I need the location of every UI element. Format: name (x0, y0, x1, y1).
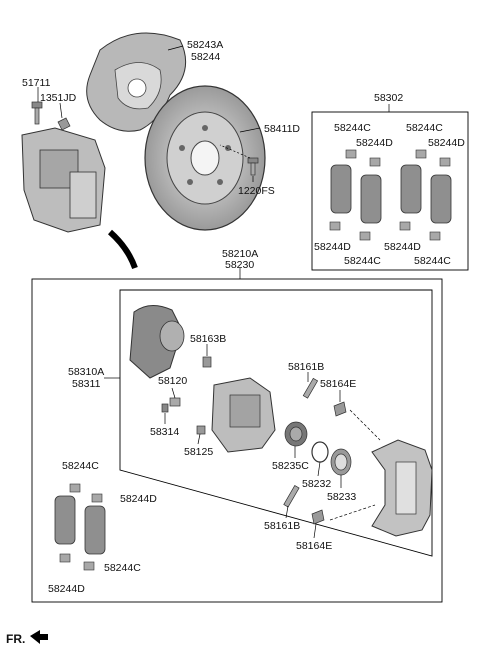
pad-kit-label-58244d: 58244D (384, 241, 421, 253)
part-label-58163b: 58163B (190, 333, 227, 345)
guide-lines (329, 409, 381, 521)
part-label-58164e: 58164E (296, 540, 333, 552)
caliper-kit-box (31, 268, 443, 603)
lower-pad-label-58244c: 58244C (62, 460, 99, 472)
brake-disc-part (144, 85, 266, 231)
part-label-1220fs: 1220FS (238, 185, 275, 197)
leader-lines-top (37, 45, 261, 182)
pad-kit-label-58244d: 58244D (428, 137, 465, 149)
part-label-51711: 51711 (22, 77, 51, 89)
assembly-arrow (107, 229, 138, 270)
lower-pad-label-58244d: 58244D (120, 493, 157, 505)
caliper-assembly-part (21, 127, 106, 233)
leader-lines-kit (164, 344, 342, 539)
part-label-58235c: 58235C (272, 460, 309, 472)
part-label-58161b: 58161B (264, 520, 301, 532)
part-label-58411d: 58411D (264, 123, 301, 135)
part-label-58120: 58120 (158, 375, 188, 387)
pad-kit-label-58244c: 58244C (414, 255, 451, 267)
part-label-58314: 58314 (150, 426, 180, 438)
pad-kit-label-58244c: 58244C (334, 122, 371, 134)
lower-pad-label-58244c: 58244C (104, 562, 141, 574)
pad-kit-label-58244d: 58244D (314, 241, 351, 253)
part-label-58161b: 58161B (288, 361, 325, 373)
bolt-part (31, 101, 71, 131)
part-label-58230: 58230 (225, 259, 255, 271)
part-label-58233: 58233 (327, 491, 357, 503)
caliper-body-part (211, 377, 276, 453)
part-label-58232: 58232 (302, 478, 332, 490)
part-label-58311: 58311 (72, 378, 101, 390)
lower-pad-label-58244d: 58244D (48, 583, 85, 595)
part-label-58164e: 58164E (320, 378, 357, 390)
front-direction-arrow-icon (30, 630, 48, 644)
pad-kit-box (311, 104, 469, 271)
small-parts (161, 356, 352, 525)
part-label-58125: 58125 (184, 446, 214, 458)
part-label-58302: 58302 (374, 92, 404, 104)
part-label-58210a: 58210A (222, 248, 259, 260)
part-label-58243a: 58243A (187, 39, 224, 51)
pad-kit-label-58244c: 58244C (344, 255, 381, 267)
actuator-motor-part (129, 305, 185, 379)
lower-pad-set (54, 483, 106, 571)
pad-kit-label-58244c: 58244C (406, 122, 443, 134)
pad-kit-label-58244d: 58244D (356, 137, 393, 149)
part-label-58244: 58244 (191, 51, 221, 63)
part-label-1351jd: 1351JD (40, 92, 77, 104)
dust-shield-part (86, 32, 187, 132)
carrier-bracket-part (371, 439, 433, 537)
screw-part (247, 157, 259, 176)
part-label-58310a: 58310A (68, 366, 105, 378)
front-direction-label: FR. (6, 632, 26, 646)
